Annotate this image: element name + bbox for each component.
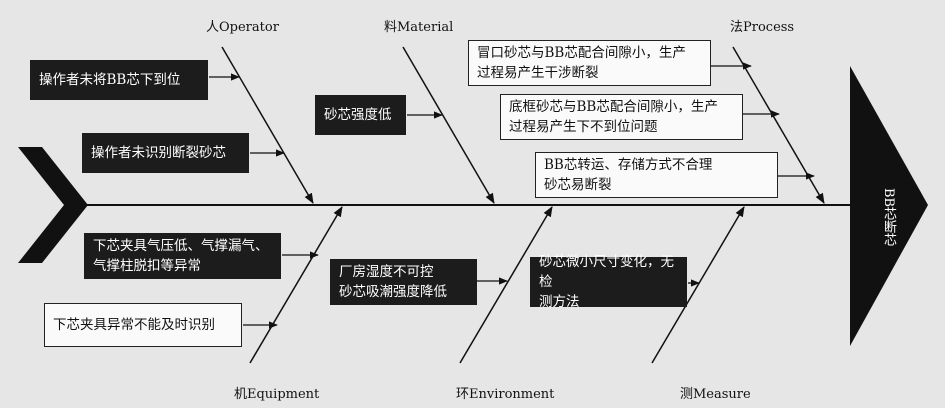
cause-text-line-1: 下芯夹具气压低、气撑漏气、 <box>93 238 269 254</box>
cause-text-line-1: 厂房湿度不可控 <box>339 264 434 280</box>
category-environment: 环Environment <box>456 387 555 402</box>
cause-equipment-1: 下芯夹具气压低、气撑漏气、 气撑柱脱扣等异常 <box>84 233 281 279</box>
cause-equipment-2: 下芯夹具异常不能及时识别 <box>44 303 242 347</box>
cause-text-line-2: 测方法 <box>539 294 580 310</box>
cause-text-line-2: 砂芯吸潮强度降低 <box>339 284 447 300</box>
category-material: 料Material <box>384 20 454 35</box>
bone-material <box>402 46 495 204</box>
fish-head <box>850 66 928 346</box>
cause-text-line-1: BB芯转运、存储方式不合理 <box>544 157 713 173</box>
cause-text-line-1: 砂芯微小尺寸变化，无检 <box>539 254 674 290</box>
cause-text-line-1: 底框砂芯与BB芯配合间隙小，生产 <box>509 99 718 115</box>
cause-text-line-2: 气撑柱脱扣等异常 <box>93 258 201 274</box>
cause-material-1: 砂芯强度低 <box>315 95 406 135</box>
cause-text: 操作者未将BB芯下到位 <box>39 72 181 88</box>
bone-operator <box>221 46 314 204</box>
cause-text-line-2: 砂芯易断裂 <box>544 177 612 193</box>
cause-operator-2: 操作者未识别断裂砂芯 <box>82 133 249 173</box>
category-process: 法Process <box>730 20 795 35</box>
cause-text-line-1: 冒口砂芯与BB芯配合间隙小，生产 <box>477 45 686 61</box>
cause-text: 砂芯强度低 <box>324 107 392 123</box>
cause-text-line-2: 过程易产生干涉断裂 <box>477 65 599 81</box>
category-equipment: 机Equipment <box>234 387 320 402</box>
fish-tail <box>18 147 88 263</box>
cause-text: 操作者未识别断裂砂芯 <box>91 145 226 161</box>
cause-process-3: BB芯转运、存储方式不合理 砂芯易断裂 <box>535 152 778 198</box>
cause-text: 下芯夹具异常不能及时识别 <box>53 317 215 333</box>
cause-process-1: 冒口砂芯与BB芯配合间隙小，生产 过程易产生干涉断裂 <box>468 40 711 86</box>
cause-environment-1: 厂房湿度不可控 砂芯吸潮强度降低 <box>330 259 477 305</box>
cause-measure-1: 砂芯微小尺寸变化，无检 测方法 <box>530 254 687 310</box>
effect-label: BB芯断芯 <box>881 188 896 247</box>
category-operator: 人Operator <box>206 20 279 35</box>
category-measure: 测Measure <box>680 387 751 402</box>
cause-text-line-2: 过程易产生下不到位问题 <box>509 119 658 135</box>
cause-process-2: 底框砂芯与BB芯配合间隙小，生产 过程易产生下不到位问题 <box>500 94 743 140</box>
bone-equipment <box>249 206 343 364</box>
bone-environment <box>459 206 553 364</box>
cause-operator-1: 操作者未将BB芯下到位 <box>30 60 208 100</box>
